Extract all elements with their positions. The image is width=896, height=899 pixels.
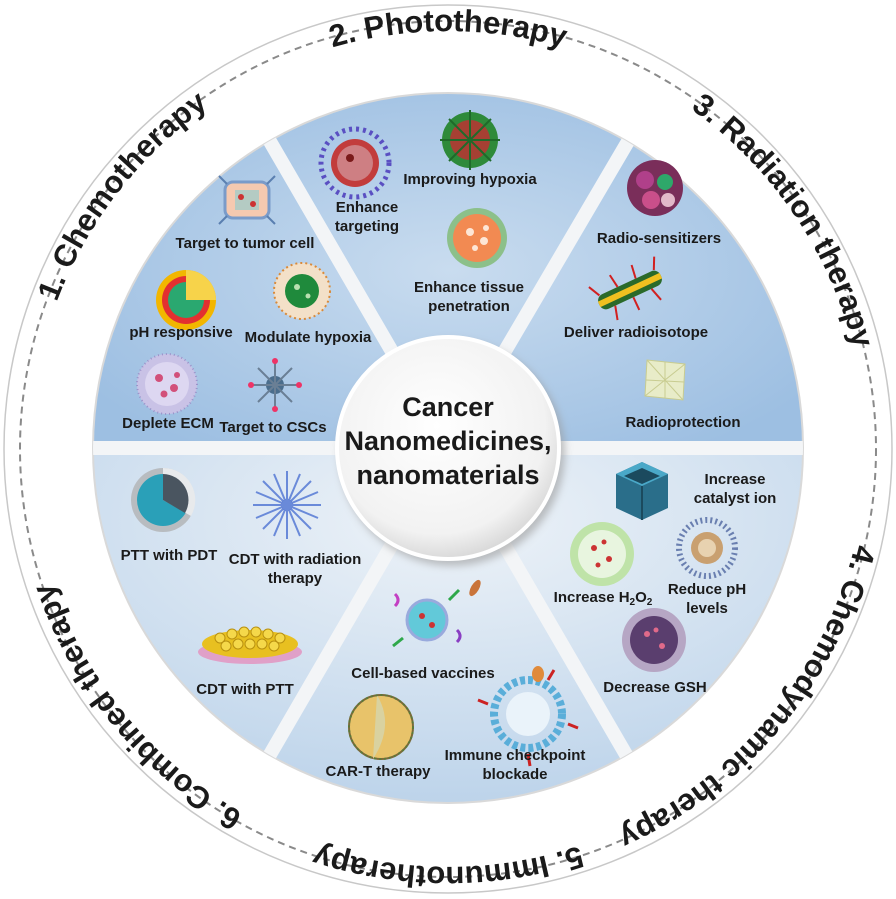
center-title-line-3: nanomaterials	[356, 460, 540, 490]
micelle-icon	[273, 262, 331, 320]
vaccine-cell-icon	[392, 579, 481, 648]
car-t-cell-icon	[348, 694, 414, 760]
nanoarray-icon	[198, 626, 302, 664]
porous-sphere-icon	[447, 208, 507, 268]
checkpoint-ring-icon	[477, 666, 579, 767]
cube-frame-icon	[616, 462, 668, 520]
nanotube-icon	[588, 256, 663, 321]
center-disc	[335, 335, 561, 561]
label-deplete-ecm: Deplete ECM	[122, 415, 214, 432]
star-nanoparticle-icon	[248, 358, 302, 412]
core-shell-icon	[131, 467, 196, 532]
label-cdt-with-ptt: CDT with PTT	[196, 681, 294, 698]
lattice-sheet-icon	[644, 359, 686, 401]
label-target-tumor-cell: Target to tumor cell	[175, 235, 315, 252]
capsule-cube-icon	[218, 175, 276, 225]
label-deliver-radioisotope: Deliver radioisotope	[563, 324, 709, 341]
label-cell-based-vaccines: Cell-based vaccines	[351, 665, 495, 682]
label-car-t-therapy: CAR-T therapy	[325, 763, 431, 780]
label-increase-h2o2: Increase H2O2	[553, 589, 653, 608]
label-radio-sensitizers: Radio-sensitizers	[596, 230, 722, 247]
yolk-shell-sphere-icon	[156, 270, 216, 330]
label-decrease-gsh: Decrease GSH	[603, 679, 707, 696]
dashed-ring	[19, 20, 877, 878]
label-ph-responsive: pH responsive	[129, 324, 233, 341]
purple-sphere-icon	[622, 608, 686, 672]
green-sphere-icon	[570, 522, 634, 586]
center-title-line-1: Cancer	[402, 392, 494, 422]
center-title: Cancer Nanomedicines, nanomaterials	[338, 390, 558, 492]
label-ptt-with-pdt: PTT with PDT	[120, 547, 218, 564]
label-target-cscs: Target to CSCs	[219, 419, 327, 436]
fibrous-sphere-icon	[440, 110, 500, 170]
center-title-line-2: Nanomedicines,	[344, 426, 552, 456]
cluster-icon	[627, 160, 683, 216]
label-modulate-hypoxia: Modulate hypoxia	[244, 329, 372, 346]
targeted-sphere-icon	[318, 126, 392, 200]
dendrimer-icon	[253, 471, 321, 539]
label-improving-hypoxia: Improving hypoxia	[403, 171, 537, 188]
spiky-sphere-icon	[136, 353, 198, 415]
spiked-core-icon	[676, 517, 738, 579]
label-radioprotection: Radioprotection	[625, 414, 741, 431]
